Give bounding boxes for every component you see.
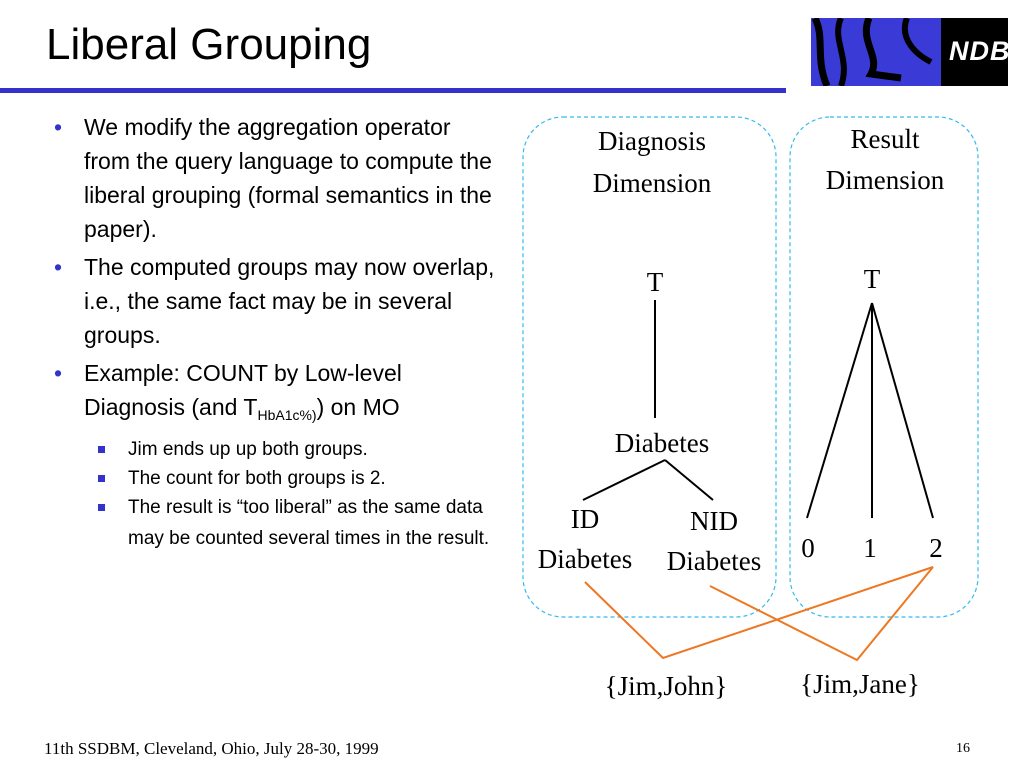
bullet-text-end: ) on MO [316,394,400,420]
sub-bullet-text: The result is “too liberal” as the same … [128,497,490,549]
logo-wave-art [811,18,941,86]
bullet-item: • Example: COUNT by Low-level Diagnosis … [48,356,498,432]
bullet-dot-icon: • [54,360,63,386]
sub-bullet-item: The result is “too liberal” as the same … [48,492,498,554]
group-link-jim-john [584,566,934,660]
diagnosis-edge [664,459,714,501]
slide-footer: 11th SSDBM, Cleveland, Ohio, July 28-30,… [44,739,379,758]
diabetes-node: Diabetes [615,428,709,458]
group-link-jim-jane [709,566,934,662]
bullet-dot-icon: • [54,114,63,140]
result-value-0: 0 [801,533,815,563]
square-bullet-icon [98,475,105,482]
bullet-text: The computed groups may now overlap, i.e… [84,254,495,348]
sub-bullet-item: Jim ends up up both groups. [48,434,498,465]
result-edge [871,302,934,519]
bullet-dot-icon: • [54,254,63,280]
group-jim-john: {Jim,John} [605,671,728,701]
slide-title: Liberal Grouping [46,20,372,69]
result-dimension-frame [789,116,979,618]
group-jim-jane: {Jim,Jane} [800,669,920,699]
title-underline [0,88,786,93]
result-value-2: 2 [929,533,943,563]
nid-diabetes-node: NID [690,506,738,536]
diagnosis-edge [582,459,666,501]
id-diabetes-node-2: Diabetes [538,544,632,574]
diagnosis-dimension-frame [522,116,777,618]
diagnosis-dimension-title: Diagnosis [598,126,706,156]
sub-bullet-text: Jim ends up up both groups. [128,439,368,460]
result-top-node: T [864,264,881,294]
ndb-logo: NDB [811,18,1011,86]
id-diabetes-node: ID [571,504,600,534]
logo-text: NDB [949,36,1011,66]
result-value-1: 1 [863,533,877,563]
bullet-subscript: HbA1c%) [257,407,317,423]
bullet-text: We modify the aggregation operator from … [84,114,492,242]
page-number: 16 [956,741,970,756]
sub-bullet-item: The count for both groups is 2. [48,463,498,494]
result-dimension-title-2: Dimension [826,165,945,195]
square-bullet-icon [98,446,105,453]
diagnosis-top-node: T [647,267,664,297]
nid-diabetes-node-2: Diabetes [667,546,761,576]
result-dimension-title: Result [850,124,920,154]
square-bullet-icon [98,504,105,511]
diagnosis-dimension-title-2: Dimension [593,168,712,198]
bullet-list: • We modify the aggregation operator fro… [48,110,498,554]
bullet-item: • We modify the aggregation operator fro… [48,110,498,246]
sub-bullet-text: The count for both groups is 2. [128,468,386,489]
bullet-text: Example: COUNT by Low-level Diagnosis (a… [84,360,402,420]
bullet-item: • The computed groups may now overlap, i… [48,250,498,352]
result-edge [806,302,873,519]
